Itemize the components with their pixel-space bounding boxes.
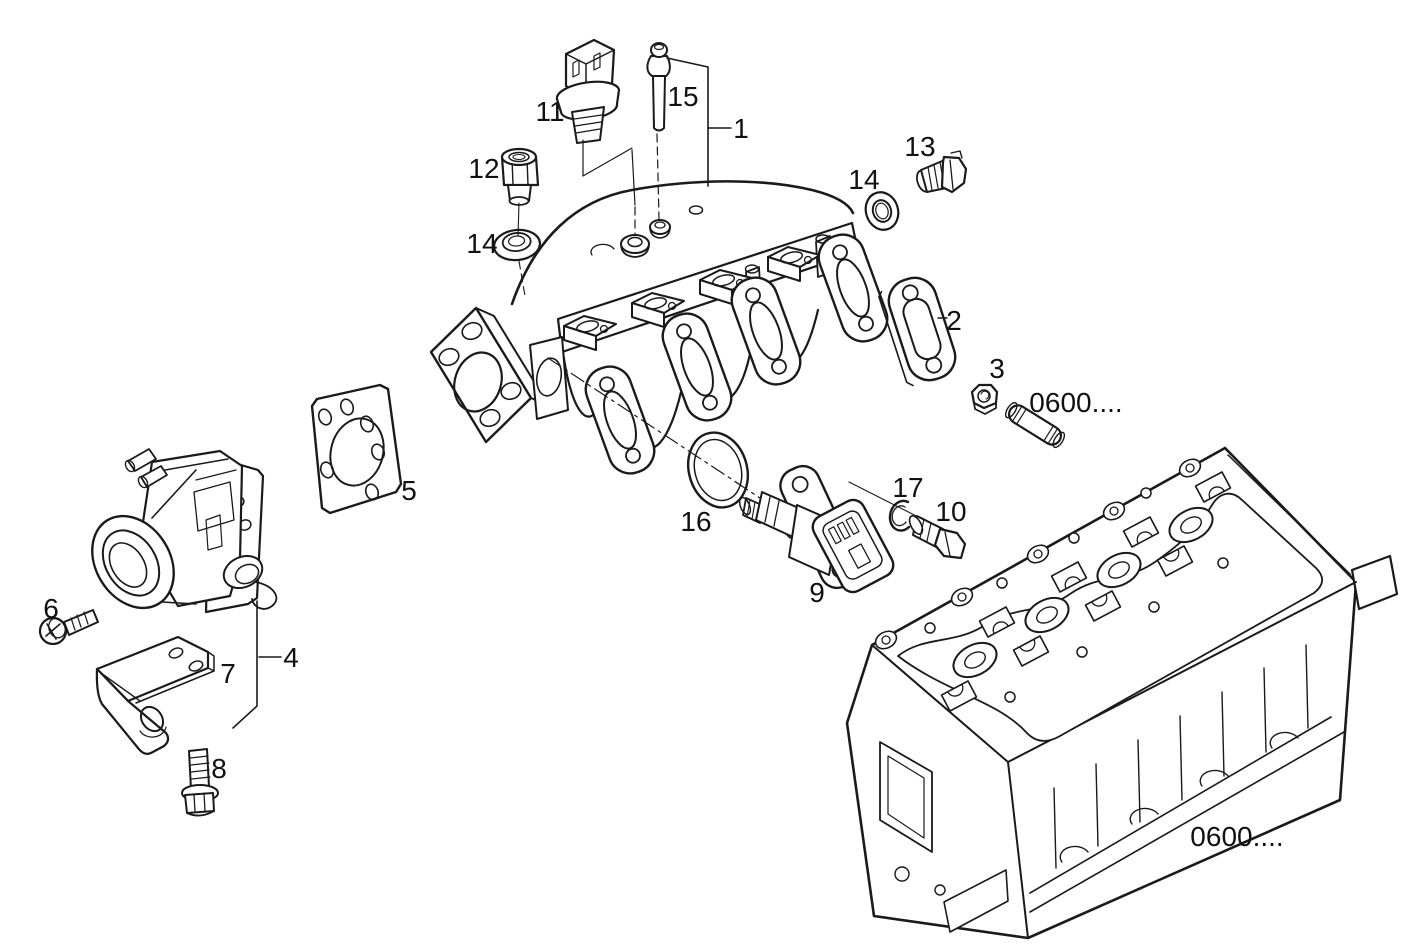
stud-0600 (1004, 401, 1066, 449)
pin-15 (646, 42, 671, 132)
part-label-8: 8 (211, 753, 227, 784)
fitting-12 (500, 147, 540, 206)
manifold-top-ports (590, 205, 704, 258)
manifold-runner-flanges (584, 233, 889, 475)
leader-part4-bracket (232, 600, 258, 729)
bolt-10 (908, 515, 967, 560)
egr-valve-9 (738, 464, 895, 594)
flange-gasket-2 (878, 276, 957, 387)
head-left-face-details (879, 741, 1009, 933)
egr-connector (811, 498, 895, 594)
part-label-16: 16 (680, 506, 711, 537)
sensor-11 (555, 38, 621, 144)
leader-lines (232, 57, 948, 729)
part-label-14-right: 14 (848, 164, 879, 195)
bracket-7 (95, 635, 215, 755)
head-side-lug (1350, 554, 1399, 611)
part-label-12: 12 (468, 153, 499, 184)
oring-16 (687, 431, 749, 509)
part-label-6: 6 (43, 593, 59, 624)
leader-part1-bracket (666, 57, 709, 187)
part-label-15: 15 (667, 81, 698, 112)
part-label-7: 7 (220, 658, 236, 689)
ref-code-top: 0600.... (1029, 387, 1122, 418)
head-bolt-holes (924, 487, 1229, 703)
manifold-centerline (547, 357, 761, 499)
ref-code-bottom: 0600.... (1190, 821, 1283, 852)
seal-ring-14-right (864, 191, 900, 231)
nut-3 (970, 383, 999, 415)
intake-manifold-drawing (429, 180, 889, 475)
throttle-bore (91, 514, 175, 610)
part-label-1: 1 (733, 113, 749, 144)
head-front-face-details (1029, 644, 1345, 913)
snap-ring-17 (888, 499, 911, 532)
part-label-13: 13 (904, 131, 935, 162)
part-label-14-left: 14 (466, 228, 497, 259)
cylinder-head-drawing (845, 446, 1399, 940)
part-labels: 1 2 3 4 5 6 7 8 9 10 11 12 13 14 14 15 1… (43, 81, 1283, 852)
part-label-17: 17 (892, 472, 923, 503)
part-label-3: 3 (989, 353, 1005, 384)
screw-6 (38, 609, 99, 646)
head-edge-bosses (874, 458, 1202, 650)
seal-ring-14-left (492, 228, 542, 262)
leader-bolt10-axis (848, 481, 939, 528)
part-label-5: 5 (401, 475, 417, 506)
part-label-4: 4 (283, 642, 299, 673)
manifold-inlet-flange (429, 306, 569, 444)
part-label-10: 10 (935, 496, 966, 527)
leader-part15-axis (656, 133, 660, 220)
part-label-11: 11 (535, 96, 564, 127)
bolt-8 (181, 748, 219, 817)
part-label-9: 9 (809, 577, 825, 608)
throttle-body-4 (91, 448, 278, 614)
head-combustion-chambers (940, 471, 1232, 712)
plug-13 (916, 150, 968, 194)
gasket-5 (310, 383, 403, 515)
part-label-2: 2 (946, 305, 962, 336)
